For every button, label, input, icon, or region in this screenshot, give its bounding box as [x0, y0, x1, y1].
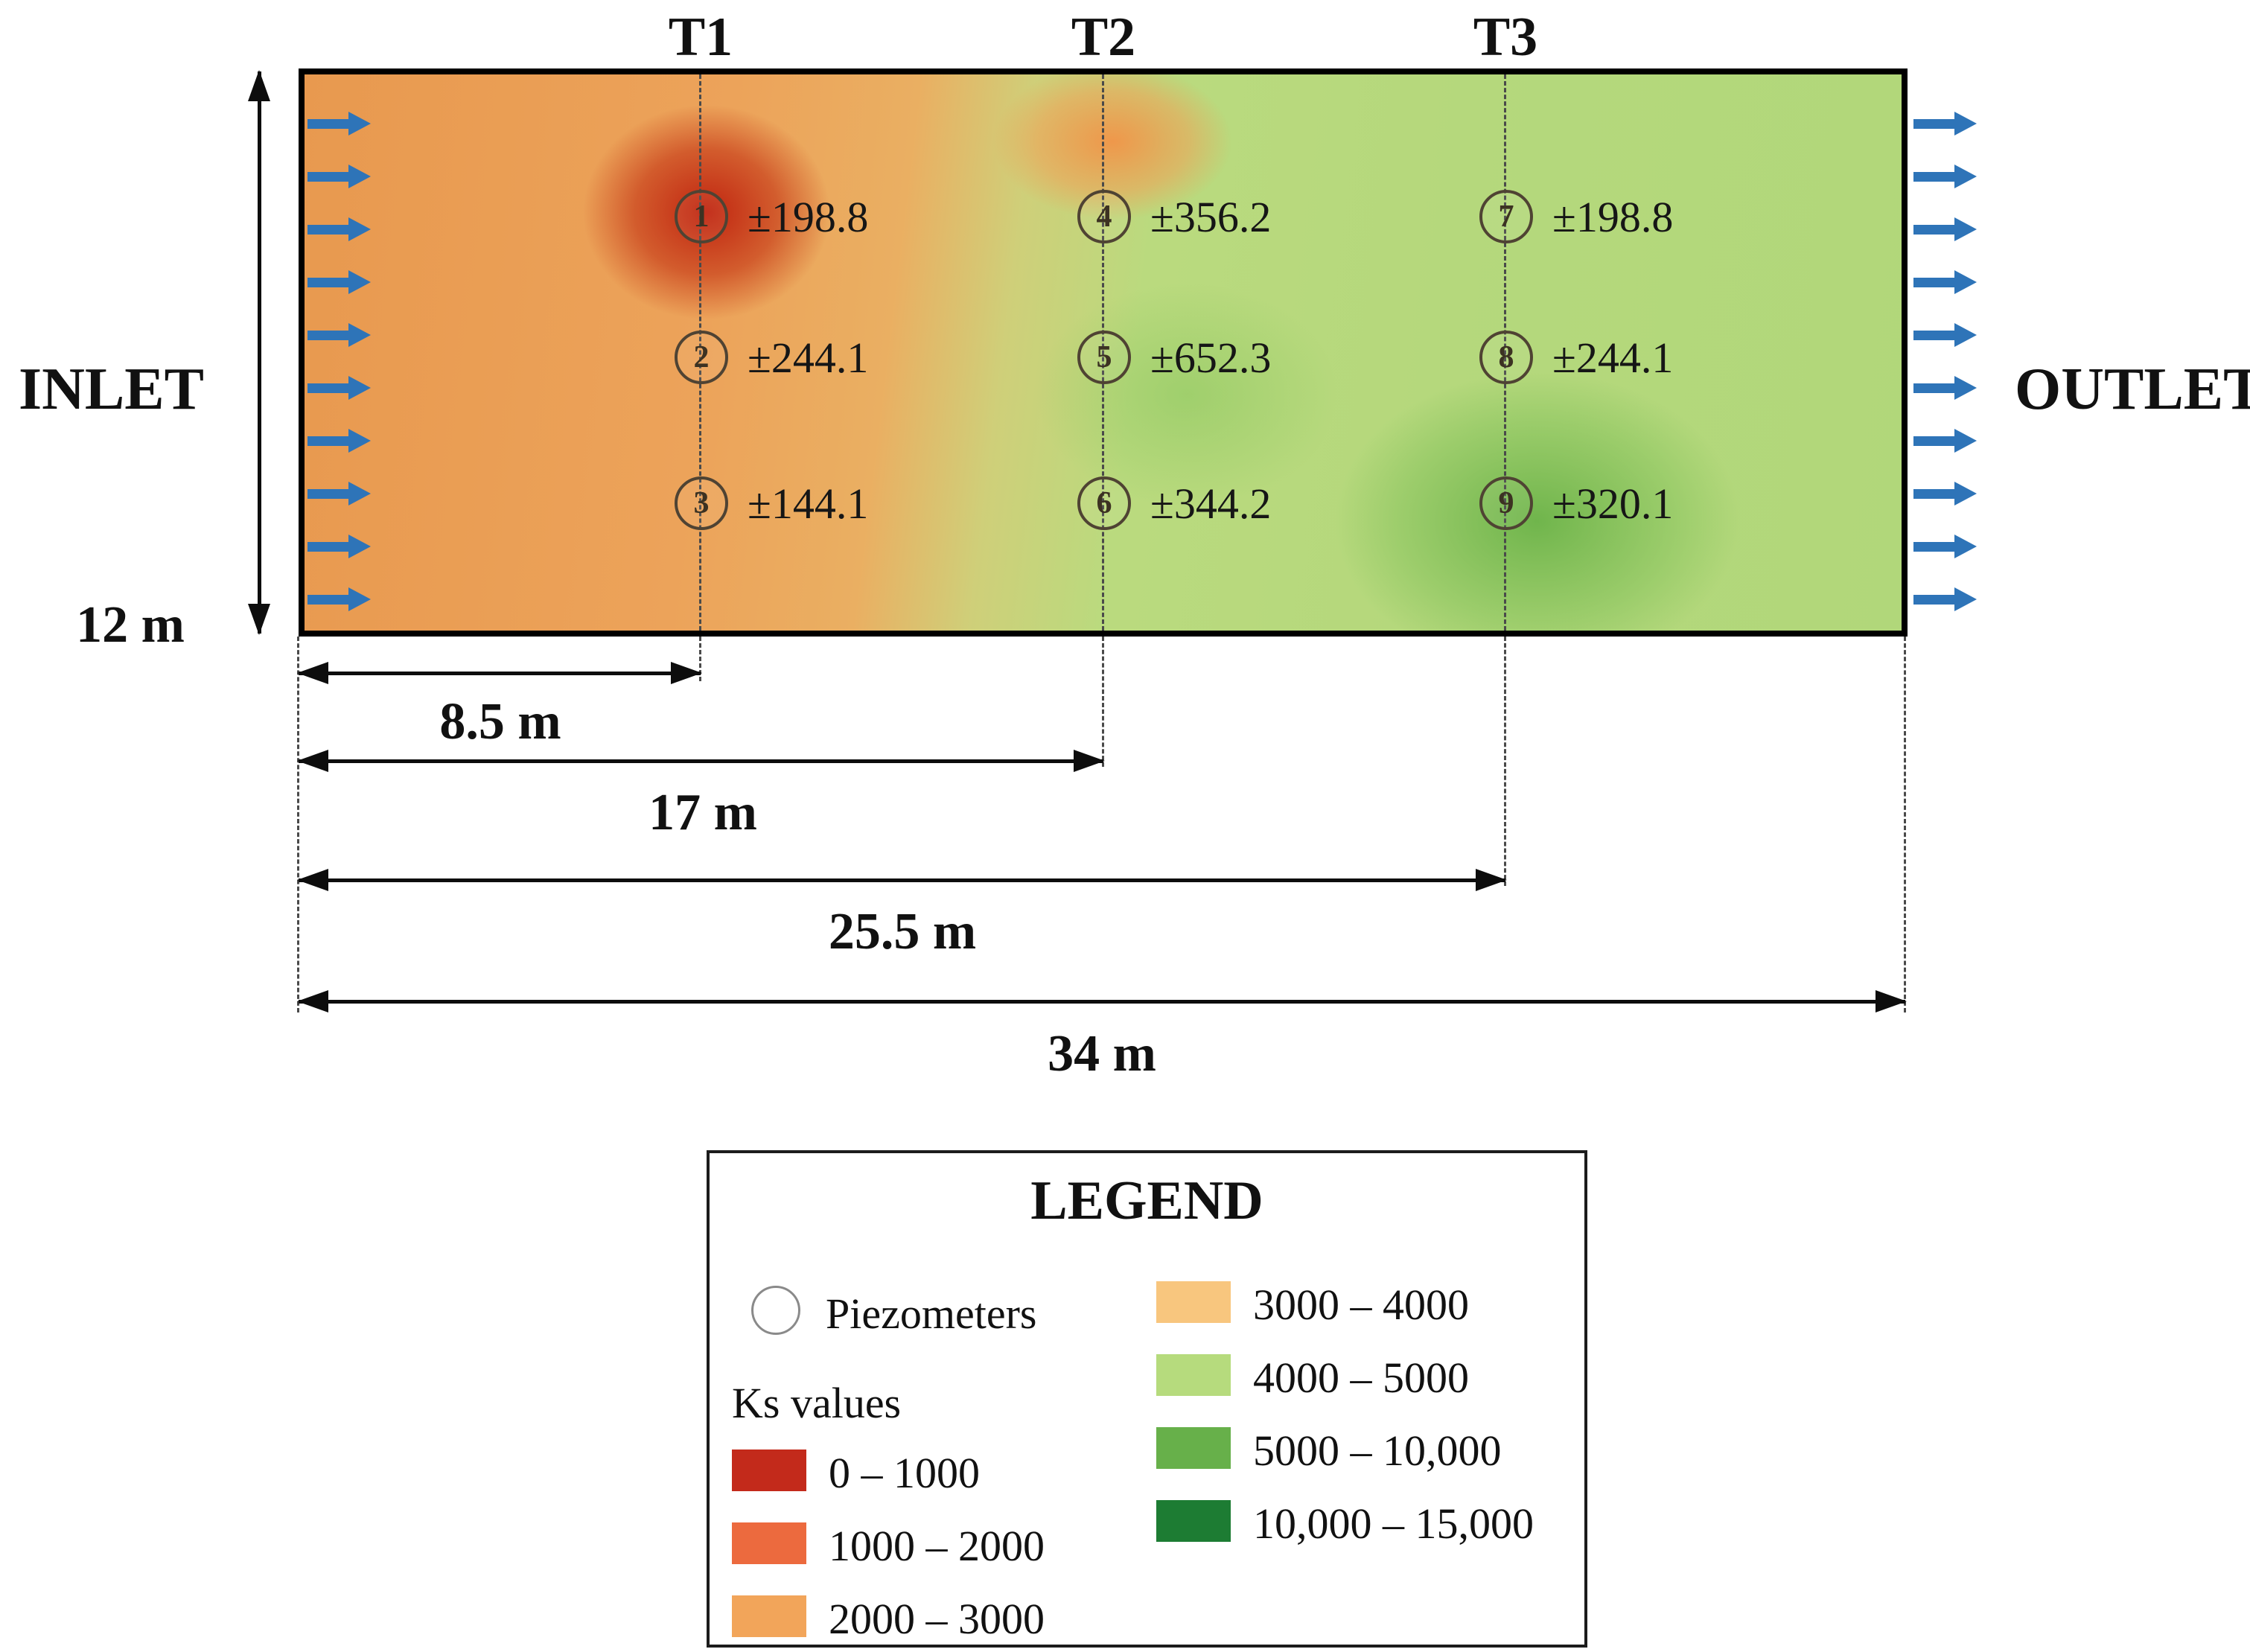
legend-swatch-5000-10000: [1156, 1427, 1231, 1469]
dimension-label-25-5m: 25.5 m: [828, 903, 977, 960]
extension-line-left-edge: [297, 637, 299, 1012]
extension-line-t3: [1504, 637, 1506, 886]
piezometer-9-value: ±320.1: [1552, 479, 1674, 528]
dimension-line-34m: [297, 990, 1907, 1012]
legend-swatch-1000-2000: [732, 1522, 806, 1564]
dimension-line-8-5m: [297, 662, 702, 684]
dimension-label-height: 12 m: [76, 596, 185, 654]
piezometer-2-value: ±244.1: [748, 333, 869, 382]
piezometer-6-value: ±344.2: [1150, 479, 1272, 528]
piezometer-3-value: ±144.1: [748, 479, 869, 528]
legend-range-10000-15000: 10,000 – 15,000: [1253, 1499, 1534, 1548]
outlet-label: OUTLET: [2015, 357, 2250, 422]
outlet-arrow-icon: [1913, 376, 1977, 400]
piezometer-1-circle: 1: [675, 190, 728, 243]
piezometer-9: 9 ±320.1: [1479, 476, 1673, 530]
piezometer-1: 1 ±198.8: [675, 190, 868, 243]
piezometer-6-circle: 6: [1077, 476, 1131, 530]
outlet-arrow-icon: [1913, 429, 1977, 453]
outlet-arrow-icon: [1913, 165, 1977, 188]
inlet-arrow-icon: [307, 270, 371, 294]
dimension-label-17m: 17 m: [648, 784, 757, 841]
legend-range-2000-3000: 2000 – 3000: [829, 1595, 1045, 1643]
inlet-arrow-icon: [307, 112, 371, 135]
transect-label-t3: T3: [1473, 7, 1538, 68]
extension-line-t2: [1102, 637, 1104, 767]
dimension-line-height: [248, 70, 270, 635]
piezometer-5-circle: 5: [1077, 331, 1131, 384]
outlet-arrow-icon: [1913, 323, 1977, 347]
piezometer-7-value: ±198.8: [1552, 192, 1674, 241]
piezometer-4-value: ±356.2: [1150, 192, 1272, 241]
transect-label-t2: T2: [1071, 7, 1136, 68]
inlet-arrow-icon: [307, 587, 371, 611]
piezometer-8-circle: 8: [1479, 331, 1533, 384]
piezometer-1-value: ±198.8: [748, 192, 869, 241]
inlet-arrow-icon: [307, 535, 371, 558]
piezometer-6: 6 ±344.2: [1077, 476, 1271, 530]
inlet-arrow-icon: [307, 376, 371, 400]
piezometer-8-value: ±244.1: [1552, 333, 1674, 382]
legend-ks-values-label: Ks values: [732, 1379, 902, 1427]
dimension-label-34m: 34 m: [1048, 1025, 1156, 1082]
outlet-arrow-icon: [1913, 112, 1977, 135]
piezometer-8: 8 ±244.1: [1479, 331, 1673, 384]
legend-range-1000-2000: 1000 – 2000: [829, 1522, 1045, 1570]
legend-piezometers-label: Piezometers: [826, 1289, 1037, 1338]
piezometer-5: 5 ±652.3: [1077, 331, 1271, 384]
dimension-label-8-5m: 8.5 m: [439, 693, 561, 750]
inlet-arrow-icon: [307, 482, 371, 506]
inlet-arrow-icon: [307, 429, 371, 453]
outlet-arrow-icon: [1913, 587, 1977, 611]
legend-swatch-0-1000: [732, 1450, 806, 1491]
legend-swatch-3000-4000: [1156, 1281, 1231, 1323]
legend-swatch-2000-3000: [732, 1595, 806, 1637]
inlet-arrow-icon: [307, 217, 371, 241]
outlet-arrow-icon: [1913, 535, 1977, 558]
inlet-arrow-icon: [307, 323, 371, 347]
piezometer-3-circle: 3: [675, 476, 728, 530]
legend-range-4000-5000: 4000 – 5000: [1253, 1353, 1469, 1402]
outlet-arrow-icon: [1913, 217, 1977, 241]
piezometer-7: 7 ±198.8: [1479, 190, 1673, 243]
legend-range-0-1000: 0 – 1000: [829, 1449, 980, 1497]
inlet-label: INLET: [19, 357, 204, 422]
piezometer-2: 2 ±244.1: [675, 331, 868, 384]
legend-range-3000-4000: 3000 – 4000: [1253, 1281, 1469, 1329]
legend-swatch-4000-5000: [1156, 1354, 1231, 1396]
dimension-line-25-5m: [297, 869, 1507, 891]
extension-line-t1: [699, 637, 701, 681]
piezometer-3: 3 ±144.1: [675, 476, 868, 530]
transect-label-t1: T1: [668, 7, 733, 68]
extension-line-right-edge: [1904, 637, 1906, 1012]
piezometer-9-circle: 9: [1479, 476, 1533, 530]
piezometer-4-circle: 4: [1077, 190, 1131, 243]
piezometer-4: 4 ±356.2: [1077, 190, 1271, 243]
piezometer-2-circle: 2: [675, 331, 728, 384]
piezometer-7-circle: 7: [1479, 190, 1533, 243]
legend: LEGEND Piezometers Ks values 0 – 1000 10…: [707, 1150, 1587, 1648]
legend-range-5000-10000: 5000 – 10,000: [1253, 1426, 1502, 1475]
outlet-arrow-icon: [1913, 270, 1977, 294]
legend-swatch-10000-15000: [1156, 1500, 1231, 1542]
piezometer-5-value: ±652.3: [1150, 333, 1272, 382]
legend-title: LEGEND: [1030, 1170, 1263, 1231]
outlet-arrow-icon: [1913, 482, 1977, 506]
dimension-line-17m: [297, 750, 1105, 772]
inlet-arrow-icon: [307, 165, 371, 188]
piezometer-legend-icon: [751, 1286, 800, 1335]
